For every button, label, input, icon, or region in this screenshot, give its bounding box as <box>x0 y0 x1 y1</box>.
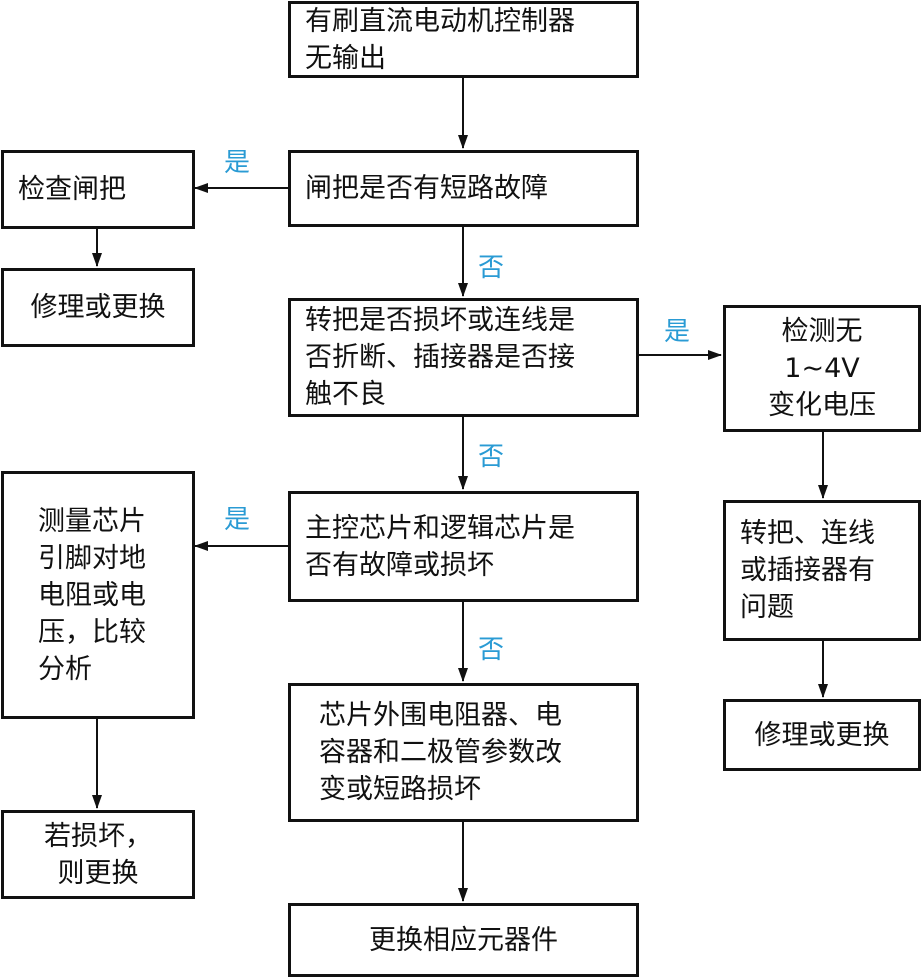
label-yes-brake: 是 <box>224 148 251 178</box>
node-throttle-problem: 转把、连线 或插接器有 问题 <box>723 500 921 641</box>
label-yes-throttle: 是 <box>664 317 691 347</box>
label-yes-chips: 是 <box>224 505 251 535</box>
node-check-peripheral: 芯片外围电阻器、电 容器和二极管参数改 变或短路损坏 <box>288 683 639 822</box>
node-check-peripheral-text: 芯片外围电阻器、电 容器和二极管参数改 变或短路损坏 <box>319 700 562 805</box>
node-replace-if-damaged-text: 若损坏， 则更换 <box>44 820 152 889</box>
node-replace-components-text: 更换相应元器件 <box>369 924 558 956</box>
node-check-throttle-text: 转把是否损坏或连线是 否折断、插接器是否接 触不良 <box>305 305 575 410</box>
node-check-throttle: 转把是否损坏或连线是 否折断、插接器是否接 触不良 <box>288 298 639 417</box>
node-start: 有刷直流电动机控制器 无输出 <box>288 1 639 78</box>
node-measure-chip-pins-text: 测量芯片 引脚对地 电阻或电 压，比较 分析 <box>38 505 146 685</box>
label-no-brake: 否 <box>478 253 505 283</box>
label-no-chips: 否 <box>478 635 505 665</box>
node-detect-no-voltage-text: 检测无 1~4V 变化电压 <box>768 316 876 421</box>
node-check-chips: 主控芯片和逻辑芯片是 否有故障或损坏 <box>288 491 639 602</box>
node-repair-replace-left-text: 修理或更换 <box>30 292 166 323</box>
node-measure-chip-pins: 测量芯片 引脚对地 电阻或电 压，比较 分析 <box>1 471 195 719</box>
node-repair-replace-right-text: 修理或更换 <box>754 719 890 751</box>
node-repair-replace-right: 修理或更换 <box>723 699 921 771</box>
label-no-throttle: 否 <box>478 442 505 472</box>
node-inspect-brake-text: 检查闸把 <box>18 174 126 205</box>
node-check-brake-short: 闸把是否有短路故障 <box>288 150 639 227</box>
node-detect-no-voltage: 检测无 1~4V 变化电压 <box>723 305 921 432</box>
node-replace-if-damaged: 若损坏， 则更换 <box>1 810 195 899</box>
node-check-chips-text: 主控芯片和逻辑芯片是 否有故障或损坏 <box>305 512 575 581</box>
node-inspect-brake: 检查闸把 <box>1 150 195 229</box>
node-start-text: 有刷直流电动机控制器 无输出 <box>305 5 575 74</box>
node-throttle-problem-text: 转把、连线 或插接器有 问题 <box>740 518 875 623</box>
node-replace-components: 更换相应元器件 <box>288 903 639 977</box>
node-check-brake-short-text: 闸把是否有短路故障 <box>305 173 548 204</box>
node-repair-replace-left: 修理或更换 <box>1 268 195 347</box>
